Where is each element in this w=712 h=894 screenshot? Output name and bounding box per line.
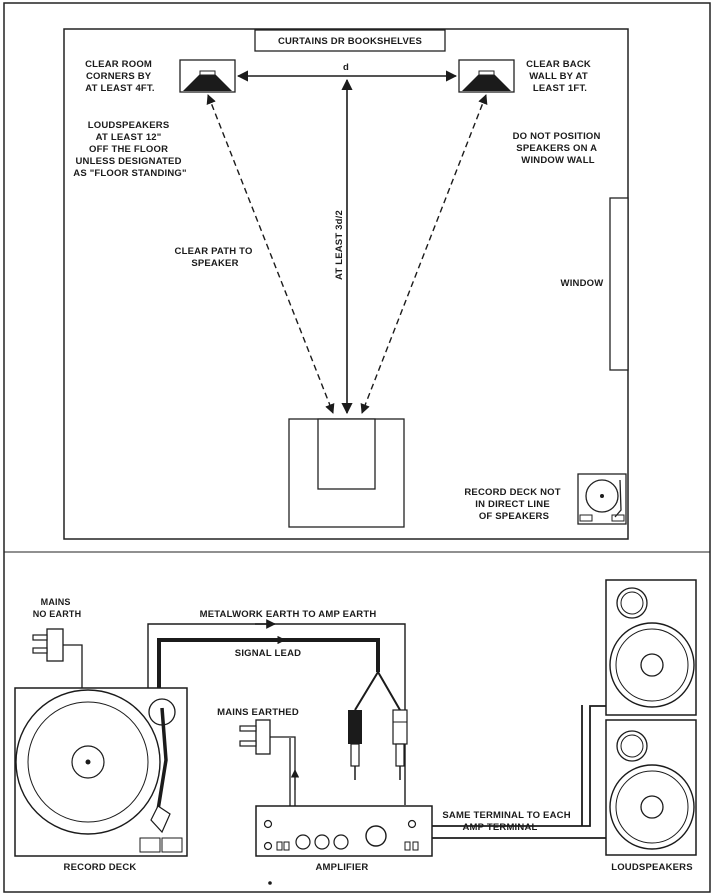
loudspeakers-label: LOUDSPEAKERS <box>611 862 693 873</box>
left-clear-path-arrow <box>206 94 335 414</box>
rca-plug-black-icon <box>348 710 362 780</box>
page-dot <box>268 881 272 885</box>
clear-path-note: CLEAR PATH TO SPEAKER <box>175 246 256 269</box>
same-terminal-label: SAME TERMINAL TO EACH AMP TERMINAL <box>442 810 573 833</box>
metalwork-earth-label: METALWORK EARTH TO AMP EARTH <box>200 609 377 620</box>
window-icon <box>609 197 629 371</box>
mains-earthed-plug-icon <box>239 719 300 806</box>
loudspeaker-lower-icon <box>605 719 697 856</box>
mains-no-earth-plug-icon <box>32 628 83 688</box>
record-deck-turntable-icon <box>14 687 188 857</box>
record-deck-note: RECORD DECK NOT IN DIRECT LINE OF SPEAKE… <box>464 487 563 522</box>
right-speaker-icon <box>458 59 515 93</box>
top-wall-label-box <box>254 29 446 52</box>
outer-frame <box>3 2 711 893</box>
room-plan: CURTAINS DR BOOKSHELVES d AT LEAST 3d/2 <box>63 28 629 540</box>
speaker-lead-upper <box>432 705 606 827</box>
rca-plug-white-icon <box>392 709 408 780</box>
distance-label: d <box>343 62 349 73</box>
signal-lead-wire <box>157 638 380 688</box>
record-deck-icon <box>577 473 627 525</box>
wiring-diagram: MAINS NO EARTH METALWORK EARTH TO AMP EA… <box>4 551 710 885</box>
signal-lead-label: SIGNAL LEAD <box>235 648 301 659</box>
amplifier-icon <box>255 805 433 857</box>
window-label: WINDOW <box>561 278 604 289</box>
mains-earthed-label: MAINS EARTHED <box>217 707 299 718</box>
corner-note: CLEAR ROOM CORNERS BY AT LEAST 4FT. <box>85 59 155 94</box>
listening-chair-icon <box>288 418 405 528</box>
left-speaker-icon <box>179 59 236 93</box>
mains-no-earth-label: MAINS NO EARTH <box>33 597 82 619</box>
amplifier-label: AMPLIFIER <box>316 862 369 873</box>
right-clear-path-arrow <box>360 94 488 414</box>
listening-distance-label: AT LEAST 3d/2 <box>334 210 345 280</box>
top-wall-label: CURTAINS DR BOOKSHELVES <box>278 36 422 47</box>
back-wall-note: CLEAR BACK WALL BY AT LEAST 1FT. <box>526 59 594 94</box>
window-wall-note: DO NOT POSITION SPEAKERS ON A WINDOW WAL… <box>513 131 604 166</box>
floor-note: LOUDSPEAKERS AT LEAST 12" OFF THE FLOOR … <box>73 120 186 179</box>
record-deck-label: RECORD DECK <box>64 862 137 873</box>
loudspeaker-upper-icon <box>605 579 697 716</box>
